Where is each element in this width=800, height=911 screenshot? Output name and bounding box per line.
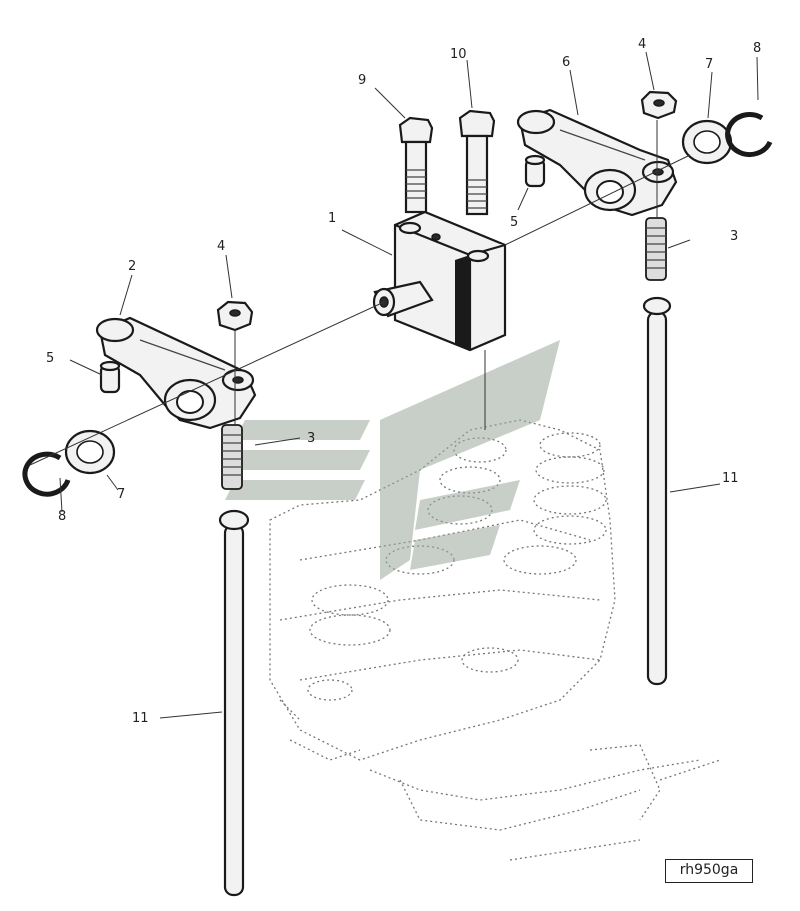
watermark-logo xyxy=(225,340,560,580)
callout-6: 6 xyxy=(562,55,570,70)
callout-8-right: 8 xyxy=(753,41,761,56)
figure-reference-code: rh950ga xyxy=(665,859,753,883)
adjusting-screw-left xyxy=(221,424,243,490)
callout-7-left: 7 xyxy=(117,487,125,502)
callout-5-right: 5 xyxy=(510,215,518,230)
rocker-shaft-bracket xyxy=(372,210,507,352)
callout-11-right: 11 xyxy=(722,471,739,486)
callout-3-right: 3 xyxy=(730,229,738,244)
callout-8-left: 8 xyxy=(58,509,66,524)
callout-5-left: 5 xyxy=(46,351,54,366)
callout-11-left: 11 xyxy=(132,711,149,726)
callout-1: 1 xyxy=(328,211,336,226)
snap-ring-right xyxy=(725,112,773,157)
rocker-arm-right xyxy=(516,108,678,217)
sleeve-right xyxy=(524,154,546,188)
leader-lines xyxy=(59,51,759,719)
callout-9: 9 xyxy=(358,73,366,88)
callout-10: 10 xyxy=(450,47,467,62)
washer-left xyxy=(64,429,116,475)
snap-ring-left xyxy=(22,451,71,497)
nut-right xyxy=(640,90,678,120)
sleeve-left xyxy=(99,360,121,394)
assembly-axis-lines xyxy=(29,120,691,466)
bolt-9 xyxy=(398,116,434,214)
callout-4-left: 4 xyxy=(217,239,225,254)
callout-2: 2 xyxy=(128,259,136,274)
adjusting-screw-right xyxy=(645,217,667,281)
bolt-10 xyxy=(458,109,496,216)
push-rod-right xyxy=(642,296,672,686)
callout-3-left: 3 xyxy=(307,431,315,446)
callout-7-right: 7 xyxy=(705,57,713,72)
nut-left xyxy=(216,300,254,332)
rocker-arm-left xyxy=(95,316,257,430)
washer-right xyxy=(681,119,733,165)
callout-4-right: 4 xyxy=(638,37,646,52)
push-rod-left xyxy=(218,509,250,897)
